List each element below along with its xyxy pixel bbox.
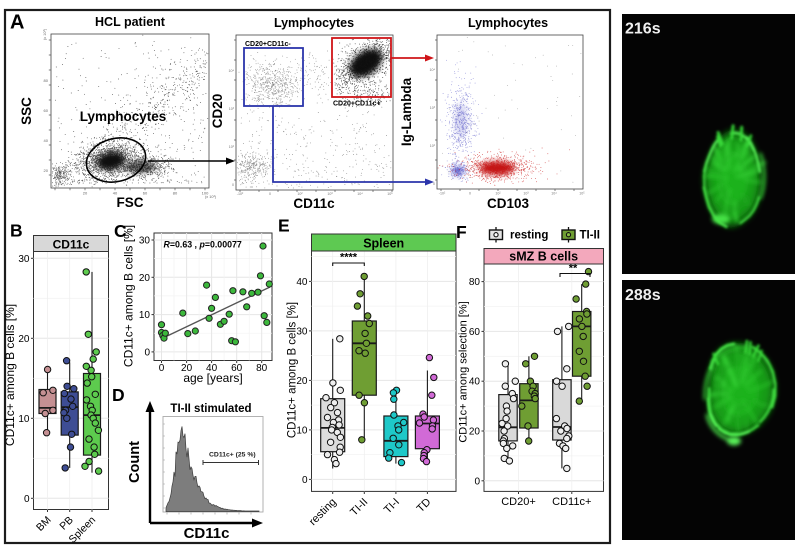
svg-text:60: 60 xyxy=(143,191,148,196)
svg-text:****: **** xyxy=(340,252,358,264)
svg-text:288s: 288s xyxy=(625,287,661,304)
svg-text:10³: 10³ xyxy=(327,192,333,196)
svg-text:0: 0 xyxy=(302,475,308,486)
svg-text:CD11c: CD11c xyxy=(53,238,90,252)
svg-text:10⁵: 10⁵ xyxy=(387,192,393,196)
svg-text:20: 20 xyxy=(469,427,481,438)
svg-text:Ig-Lambda: Ig-Lambda xyxy=(399,77,414,146)
svg-text:10⁴: 10⁴ xyxy=(228,69,234,73)
svg-text:10²: 10² xyxy=(430,144,436,148)
svg-text:D: D xyxy=(112,385,125,405)
svg-text:10²: 10² xyxy=(495,192,501,196)
svg-text:40: 40 xyxy=(113,191,118,196)
svg-text:10²: 10² xyxy=(297,192,303,196)
svg-text:Lymphocytes: Lymphocytes xyxy=(274,16,354,30)
svg-text:Lymphocytes: Lymphocytes xyxy=(80,109,167,124)
svg-text:30: 30 xyxy=(296,326,308,337)
svg-text:CD20+: CD20+ xyxy=(501,496,536,508)
svg-text:F: F xyxy=(456,222,467,242)
svg-text:20: 20 xyxy=(44,168,49,173)
svg-text:resting: resting xyxy=(510,230,548,242)
svg-text:10³: 10³ xyxy=(523,192,529,196)
svg-text:0: 0 xyxy=(24,494,30,505)
svg-text:40: 40 xyxy=(206,363,218,374)
svg-text:20: 20 xyxy=(296,376,308,387)
svg-text:age [years]: age [years] xyxy=(183,371,242,385)
svg-text:CD11c: CD11c xyxy=(293,196,335,211)
svg-text:CD11c+: CD11c+ xyxy=(552,496,591,508)
svg-text:CD20+CD11c+: CD20+CD11c+ xyxy=(333,101,380,108)
svg-text:0: 0 xyxy=(433,182,435,186)
svg-text:0: 0 xyxy=(232,183,234,187)
svg-text:60: 60 xyxy=(44,108,49,113)
svg-text:100: 100 xyxy=(202,191,209,196)
svg-text:20: 20 xyxy=(18,334,30,345)
svg-text:E: E xyxy=(278,216,290,236)
svg-text:Spleen: Spleen xyxy=(363,236,404,250)
svg-text:R=0.63 , p=0.00077: R=0.63 , p=0.00077 xyxy=(164,240,242,250)
svg-text:30: 30 xyxy=(18,254,30,265)
svg-text:B: B xyxy=(10,221,23,241)
svg-text:40: 40 xyxy=(44,138,49,143)
svg-text:10⁴: 10⁴ xyxy=(551,192,557,196)
svg-text:CD11c+ among B cells [%]: CD11c+ among B cells [%] xyxy=(287,302,299,438)
svg-text:20: 20 xyxy=(83,191,88,196)
svg-text:80: 80 xyxy=(173,191,178,196)
svg-text:10: 10 xyxy=(18,414,30,425)
svg-text:10: 10 xyxy=(296,425,308,436)
svg-text:(x 10³): (x 10³) xyxy=(205,195,217,199)
svg-text:80: 80 xyxy=(256,363,268,374)
svg-text:80: 80 xyxy=(44,78,49,83)
svg-text:CD20: CD20 xyxy=(210,94,225,129)
svg-text:10³: 10³ xyxy=(430,106,436,110)
svg-text:10²: 10² xyxy=(229,145,235,149)
svg-text:**: ** xyxy=(569,263,578,275)
svg-text:sMZ B cells: sMZ B cells xyxy=(509,250,578,264)
svg-text:10⁴: 10⁴ xyxy=(357,192,363,196)
svg-text:TI-II: TI-II xyxy=(580,230,600,242)
svg-text:-10²: -10² xyxy=(439,192,446,196)
svg-text:0: 0 xyxy=(469,192,471,196)
svg-text:CD103: CD103 xyxy=(487,196,530,211)
svg-text:CD20+CD11c-: CD20+CD11c- xyxy=(245,41,291,48)
svg-text:CD11c+ among B cells [%]: CD11c+ among B cells [%] xyxy=(122,225,136,367)
svg-text:10⁵: 10⁵ xyxy=(579,192,585,196)
svg-text:C: C xyxy=(114,221,127,241)
svg-text:CD11c+ among selection [%]: CD11c+ among selection [%] xyxy=(458,301,470,442)
svg-text:FSC: FSC xyxy=(117,195,144,210)
svg-text:40: 40 xyxy=(296,277,308,288)
svg-text:216s: 216s xyxy=(625,21,661,38)
svg-text:Lymphocytes: Lymphocytes xyxy=(468,16,548,30)
svg-text:60: 60 xyxy=(231,363,243,374)
svg-text:-10²: -10² xyxy=(237,192,244,196)
svg-text:CD11c+ (25 %): CD11c+ (25 %) xyxy=(209,452,256,459)
svg-text:30: 30 xyxy=(139,236,151,247)
svg-text:A: A xyxy=(10,12,24,34)
svg-text:20: 20 xyxy=(139,273,151,284)
svg-text:40: 40 xyxy=(469,377,481,388)
svg-text:HCL patient: HCL patient xyxy=(95,15,166,29)
svg-text:20: 20 xyxy=(181,363,193,374)
svg-text:0: 0 xyxy=(474,476,480,487)
svg-text:80: 80 xyxy=(469,277,481,288)
svg-text:Count: Count xyxy=(127,441,143,483)
svg-text:10: 10 xyxy=(139,310,151,321)
svg-text:60: 60 xyxy=(469,327,481,338)
svg-text:0: 0 xyxy=(144,347,150,358)
svg-text:CD11c+ among B cells [%]: CD11c+ among B cells [%] xyxy=(3,304,17,446)
svg-text:SSC: SSC xyxy=(19,97,34,125)
svg-text:0: 0 xyxy=(269,192,271,196)
svg-text:CD11c: CD11c xyxy=(184,525,230,542)
svg-text:TI-II stimulated: TI-II stimulated xyxy=(170,403,251,415)
svg-text:0: 0 xyxy=(159,363,165,374)
svg-text:(x 10³): (x 10³) xyxy=(43,28,47,40)
svg-text:10⁴: 10⁴ xyxy=(429,68,435,72)
svg-text:10³: 10³ xyxy=(229,107,235,111)
